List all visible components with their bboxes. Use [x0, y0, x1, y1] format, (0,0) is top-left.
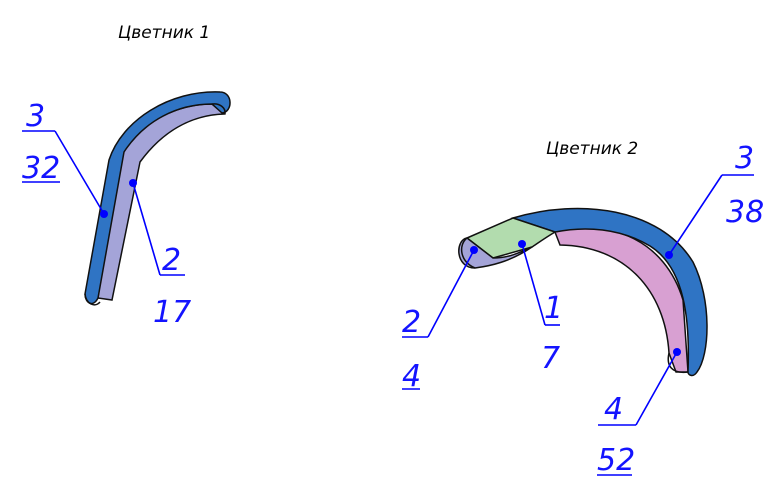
- flowerbed-2-pink-number: 4: [604, 392, 623, 427]
- flowerbed-2-callout-green: 1 7: [518, 240, 563, 376]
- flowerbed-2-green-number: 1: [544, 291, 563, 326]
- flowerbed-2-pink-area: 52: [597, 443, 635, 478]
- flowerbed-2-outer-area: 38: [726, 195, 764, 230]
- flowerbed-1-inner-marker: [129, 179, 137, 187]
- flowerbed-2: Цветник 2 3 38 2 4: [402, 139, 764, 478]
- flowerbed-2-lavender-area: 4: [402, 359, 421, 394]
- flowerbed-1-inner-band: [97, 103, 226, 301]
- flowerbed-1: Цветник 1 3 32 2 17: [22, 23, 231, 330]
- flowerbed-1-outer-area: 32: [22, 151, 60, 186]
- flowerbed-1-inner-number: 2: [162, 243, 181, 278]
- flowerbed-2-callout-pink: 4 52: [597, 348, 681, 478]
- flowerbed-2-lavender-number: 2: [402, 305, 421, 340]
- flowerbed-2-outer-band: [510, 207, 708, 377]
- flowerbed-1-callout-inner: 2 17: [129, 179, 191, 330]
- flowerbed-2-pink-marker: [673, 348, 681, 356]
- flowerbed-2-lavender-zone: [458, 237, 533, 269]
- flowerbed-2-green-area: 7: [541, 341, 560, 376]
- flowerbed-2-callout-lavender: 2 4: [402, 246, 478, 394]
- flowerbed-1-outer-marker: [100, 210, 108, 218]
- flowerbed-2-lavender-marker: [470, 246, 478, 254]
- flowerbed-2-green-marker: [518, 240, 526, 248]
- flowerbed-1-inner-area: 17: [153, 295, 191, 330]
- flowerbed-1-outer-band: [84, 91, 231, 305]
- flowerbed-1-callout-outer: 3 32: [22, 99, 108, 218]
- flowerbed-2-title: Цветник 2: [546, 139, 638, 159]
- flowerbed-2-callout-outer: 3 38: [665, 141, 764, 259]
- flowerbed-1-outer-number: 3: [26, 99, 45, 134]
- flowerbed-2-outer-marker: [665, 251, 673, 259]
- flowerbed-2-outer-number: 3: [735, 141, 754, 176]
- flowerbed-1-title: Цветник 1: [118, 23, 210, 43]
